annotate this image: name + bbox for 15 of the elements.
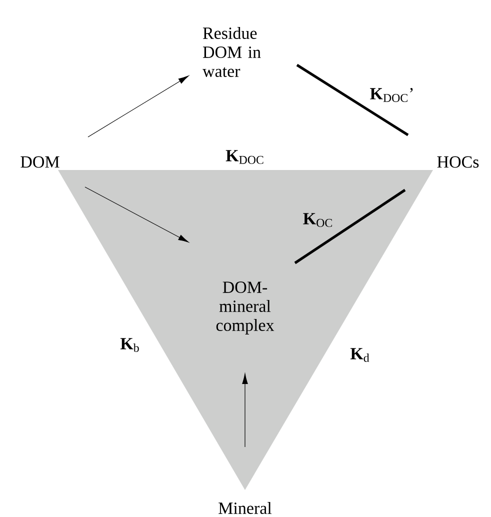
constant-label: K$_{DOC}$	[226, 150, 264, 164]
arrow	[88, 76, 189, 138]
arrow	[84, 186, 189, 242]
node-label: DOM-mineral complex	[216, 282, 274, 334]
node-label: Residue DOM in water	[202, 27, 261, 77]
edge-label: K$_{OC}$	[302, 212, 334, 228]
edge-label: K$_{DOC}$’	[368, 87, 416, 103]
node-label: DOM	[20, 156, 60, 168]
node-label: Mineral	[218, 502, 272, 514]
constant-label: K$_{d}$	[350, 348, 370, 362]
connector-line	[296, 64, 409, 136]
connector-line	[294, 188, 406, 264]
constant-label: K$_{b}$	[120, 338, 139, 352]
arrow	[242, 374, 248, 448]
node-label: HOCs	[437, 156, 479, 168]
